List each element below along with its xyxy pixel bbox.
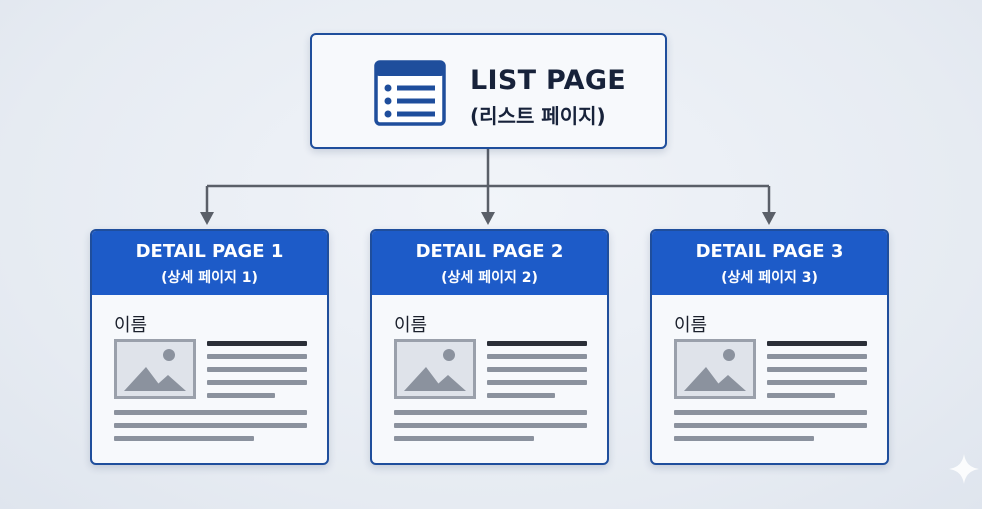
detail-page-header: DETAIL PAGE 2 (상세 페이지 2) xyxy=(372,231,607,295)
text-line xyxy=(767,367,867,372)
list-page-box: LIST PAGE (리스트 페이지) xyxy=(310,33,667,149)
text-line xyxy=(767,393,835,398)
detail-page-subtitle: (상세 페이지 3) xyxy=(721,270,818,286)
detail-page-card-1: DETAIL PAGE 1 (상세 페이지 1) 이름 xyxy=(90,229,329,465)
image-placeholder-icon xyxy=(394,339,476,399)
text-line xyxy=(767,341,867,346)
text-line xyxy=(394,436,534,441)
text-line xyxy=(394,423,587,428)
detail-page-subtitle: (상세 페이지 2) xyxy=(441,270,538,286)
text-line xyxy=(207,393,275,398)
arrowhead-2 xyxy=(481,212,495,225)
arrowhead-3 xyxy=(762,212,776,225)
list-page-title: LIST PAGE xyxy=(470,65,627,96)
detail-page-header: DETAIL PAGE 3 (상세 페이지 3) xyxy=(652,231,887,295)
detail-page-card-3: DETAIL PAGE 3 (상세 페이지 3) 이름 xyxy=(650,229,889,465)
text-line xyxy=(674,423,867,428)
detail-page-title: DETAIL PAGE 1 xyxy=(135,241,284,262)
text-line xyxy=(487,354,587,359)
arrowhead-1 xyxy=(200,212,214,225)
text-line xyxy=(674,436,814,441)
name-label: 이름 xyxy=(674,315,708,336)
text-line xyxy=(207,367,307,372)
text-line xyxy=(487,380,587,385)
image-placeholder-icon xyxy=(114,339,196,399)
text-line xyxy=(487,367,587,372)
detail-page-subtitle: (상세 페이지 1) xyxy=(161,270,258,286)
text-line xyxy=(114,423,307,428)
detail-page-title: DETAIL PAGE 3 xyxy=(695,241,844,262)
text-line xyxy=(207,380,307,385)
text-line xyxy=(487,393,555,398)
list-page-icon xyxy=(374,60,446,126)
text-line xyxy=(207,354,307,359)
detail-page-body: 이름 xyxy=(92,295,327,463)
text-line xyxy=(767,380,867,385)
detail-page-title: DETAIL PAGE 2 xyxy=(415,241,564,262)
text-line xyxy=(114,410,307,415)
text-line xyxy=(674,410,867,415)
detail-page-body: 이름 xyxy=(372,295,607,463)
text-line xyxy=(394,410,587,415)
text-line xyxy=(487,341,587,346)
name-label: 이름 xyxy=(114,315,148,336)
text-line xyxy=(767,354,867,359)
image-placeholder-icon xyxy=(674,339,756,399)
text-line xyxy=(207,341,307,346)
sparkle-icon xyxy=(949,454,979,484)
detail-page-header: DETAIL PAGE 1 (상세 페이지 1) xyxy=(92,231,327,295)
list-page-subtitle: (리스트 페이지) xyxy=(470,104,606,128)
detail-page-body: 이름 xyxy=(652,295,887,463)
text-line xyxy=(114,436,254,441)
name-label: 이름 xyxy=(394,315,428,336)
detail-page-card-2: DETAIL PAGE 2 (상세 페이지 2) 이름 xyxy=(370,229,609,465)
